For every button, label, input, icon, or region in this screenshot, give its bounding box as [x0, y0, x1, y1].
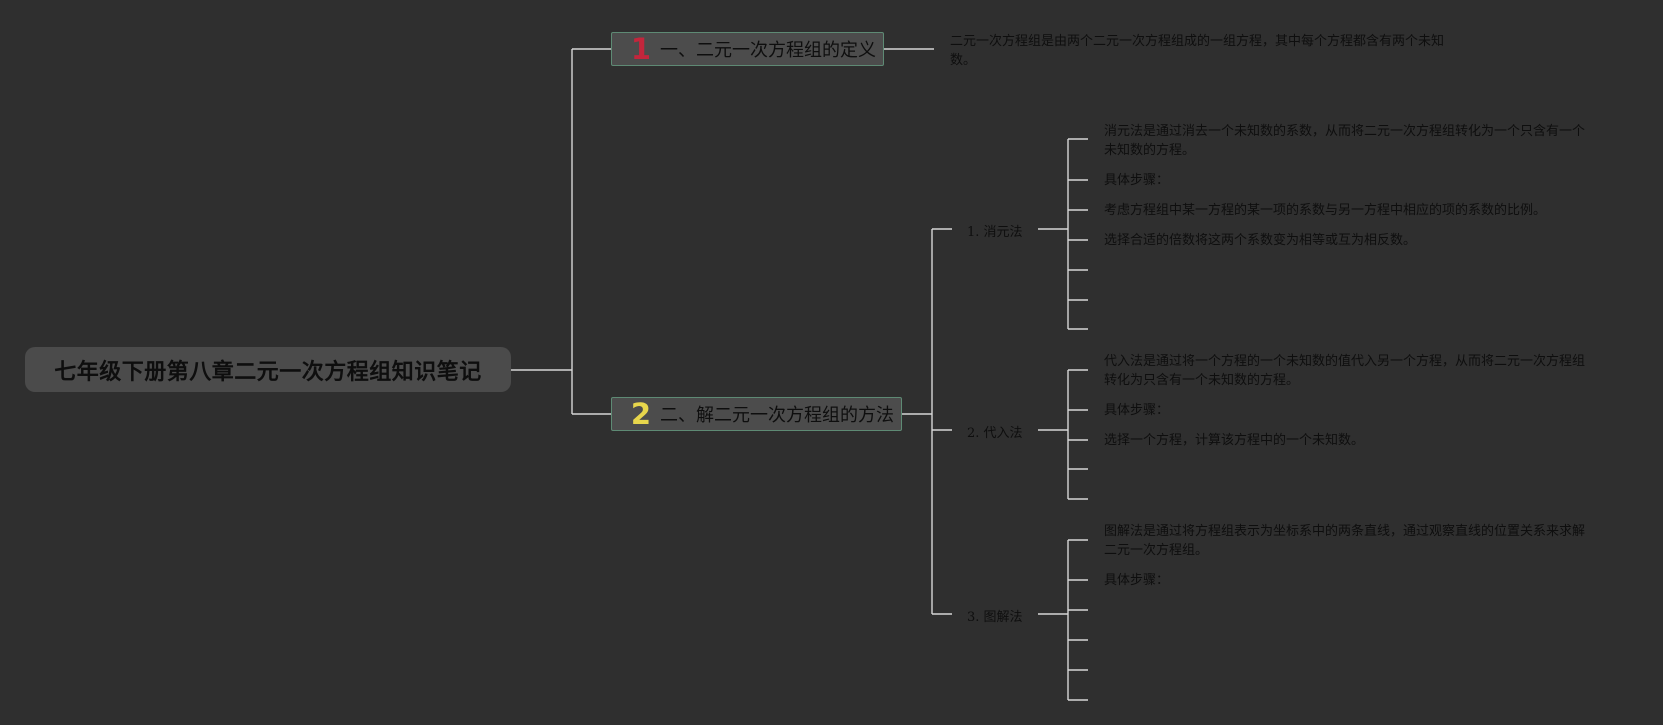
method1-note-2: 具体步骤：	[1104, 173, 1170, 188]
subtopic-elimination[interactable]: 1. 消元法	[967, 225, 1023, 240]
method2-note-2: 具体步骤：	[1104, 403, 1170, 418]
subtopic-graphing[interactable]: 3. 图解法	[967, 610, 1023, 625]
method2-note-3: 选择一个方程，计算该方程中的一个未知数。	[1104, 433, 1365, 448]
root-topic[interactable]: 七年级下册第八章二元一次方程组知识笔记	[25, 347, 511, 392]
method1-note-4: 选择合适的倍数将这两个系数变为相等或互为相反数。	[1104, 233, 1417, 248]
definition-note: 二元一次方程组是由两个二元一次方程组成的一组方程，其中每个方程都含有两个未知数。	[950, 34, 1445, 68]
edge-topic2-spine	[902, 228, 952, 615]
method1-note-1: 消元法是通过消去一个未知数的系数，从而将二元一次方程组转化为一个只含有一个未知数…	[1104, 124, 1586, 158]
method3-note-1: 图解法是通过将方程组表示为坐标系中的两条直线，通过观察直线的位置关系来求解二元一…	[1104, 524, 1586, 558]
method2-note-1: 代入法是通过将一个方程的一个未知数的值代入另一个方程，从而将二元一次方程组转化为…	[1104, 354, 1586, 388]
topic-methods[interactable]: 2 二、解二元一次方程组的方法	[611, 397, 902, 431]
method1-note-3: 考虑方程组中某一方程的某一项的系数与另一方程中相应的项的系数的比例。	[1104, 203, 1547, 218]
topic-label: 二、解二元一次方程组的方法	[660, 405, 894, 426]
topic-definition[interactable]: 1 一、二元一次方程组的定义	[611, 32, 884, 66]
method3-note-2: 具体步骤：	[1104, 573, 1170, 588]
edge-method1-notes	[1038, 138, 1088, 330]
edge-method2-notes	[1038, 369, 1088, 500]
subtopic-substitution[interactable]: 2. 代入法	[967, 426, 1023, 441]
root-title: 七年级下册第八章二元一次方程组知识笔记	[54, 359, 482, 385]
edge-method3-notes	[1038, 539, 1088, 701]
badge-number-icon: 1	[630, 32, 652, 66]
topic-label: 一、二元一次方程组的定义	[660, 40, 876, 61]
badge-number-icon: 2	[630, 397, 652, 431]
edge-root-spine	[511, 48, 611, 415]
